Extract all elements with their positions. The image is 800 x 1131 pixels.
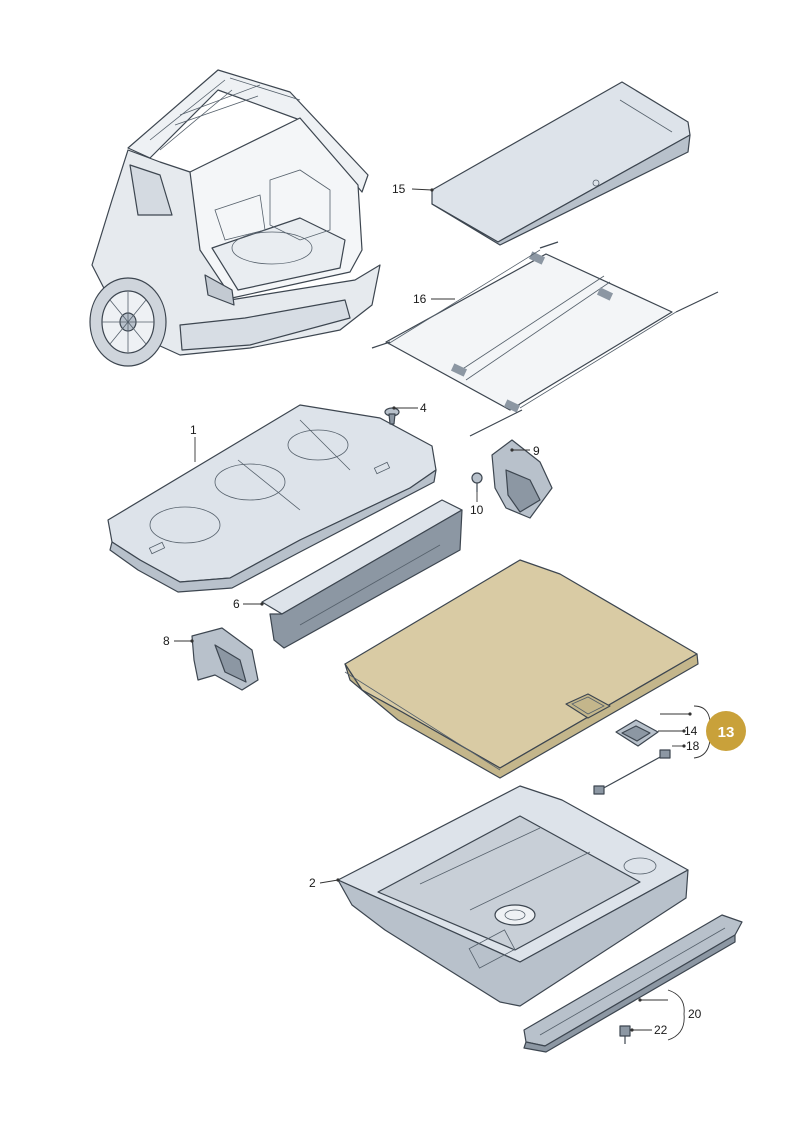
part-18-cable [593, 749, 671, 795]
label-14[interactable]: 14 [684, 724, 698, 738]
part-14-handle [615, 719, 659, 747]
label-18[interactable]: 18 [686, 739, 700, 753]
label-20[interactable]: 20 [688, 1007, 702, 1021]
label-15[interactable]: 15 [392, 182, 406, 196]
part-13-floor-panel [344, 559, 699, 779]
part-8-bracket [191, 627, 259, 691]
part-22-clip [619, 1025, 631, 1044]
callout-13-label: 13 [718, 724, 735, 741]
part-4-clip [384, 407, 400, 425]
label-1[interactable]: 1 [190, 423, 197, 437]
label-6[interactable]: 6 [233, 597, 240, 611]
label-8[interactable]: 8 [163, 634, 170, 648]
part-1-floor-tray [107, 404, 437, 593]
label-10[interactable]: 10 [470, 503, 484, 517]
part-20-sill-trim [523, 914, 743, 1053]
label-9[interactable]: 9 [533, 444, 540, 458]
callout-13[interactable]: 13 [706, 711, 746, 751]
label-4[interactable]: 4 [420, 401, 427, 415]
part-15-luggage-cover [431, 81, 691, 246]
part-10-screw [471, 472, 483, 492]
label-2[interactable]: 2 [309, 876, 316, 890]
part-6-cross-member [261, 499, 463, 649]
part-16-partition-net [371, 241, 719, 437]
vehicle-illustration [89, 69, 381, 367]
label-16[interactable]: 16 [413, 292, 427, 306]
part-9-bracket [491, 439, 553, 519]
part-2-storage-tub [337, 785, 689, 1007]
label-22[interactable]: 22 [654, 1023, 668, 1037]
part-number-labels: 15 16 1 4 9 10 6 8 14 18 2 20 22 [163, 182, 702, 1037]
